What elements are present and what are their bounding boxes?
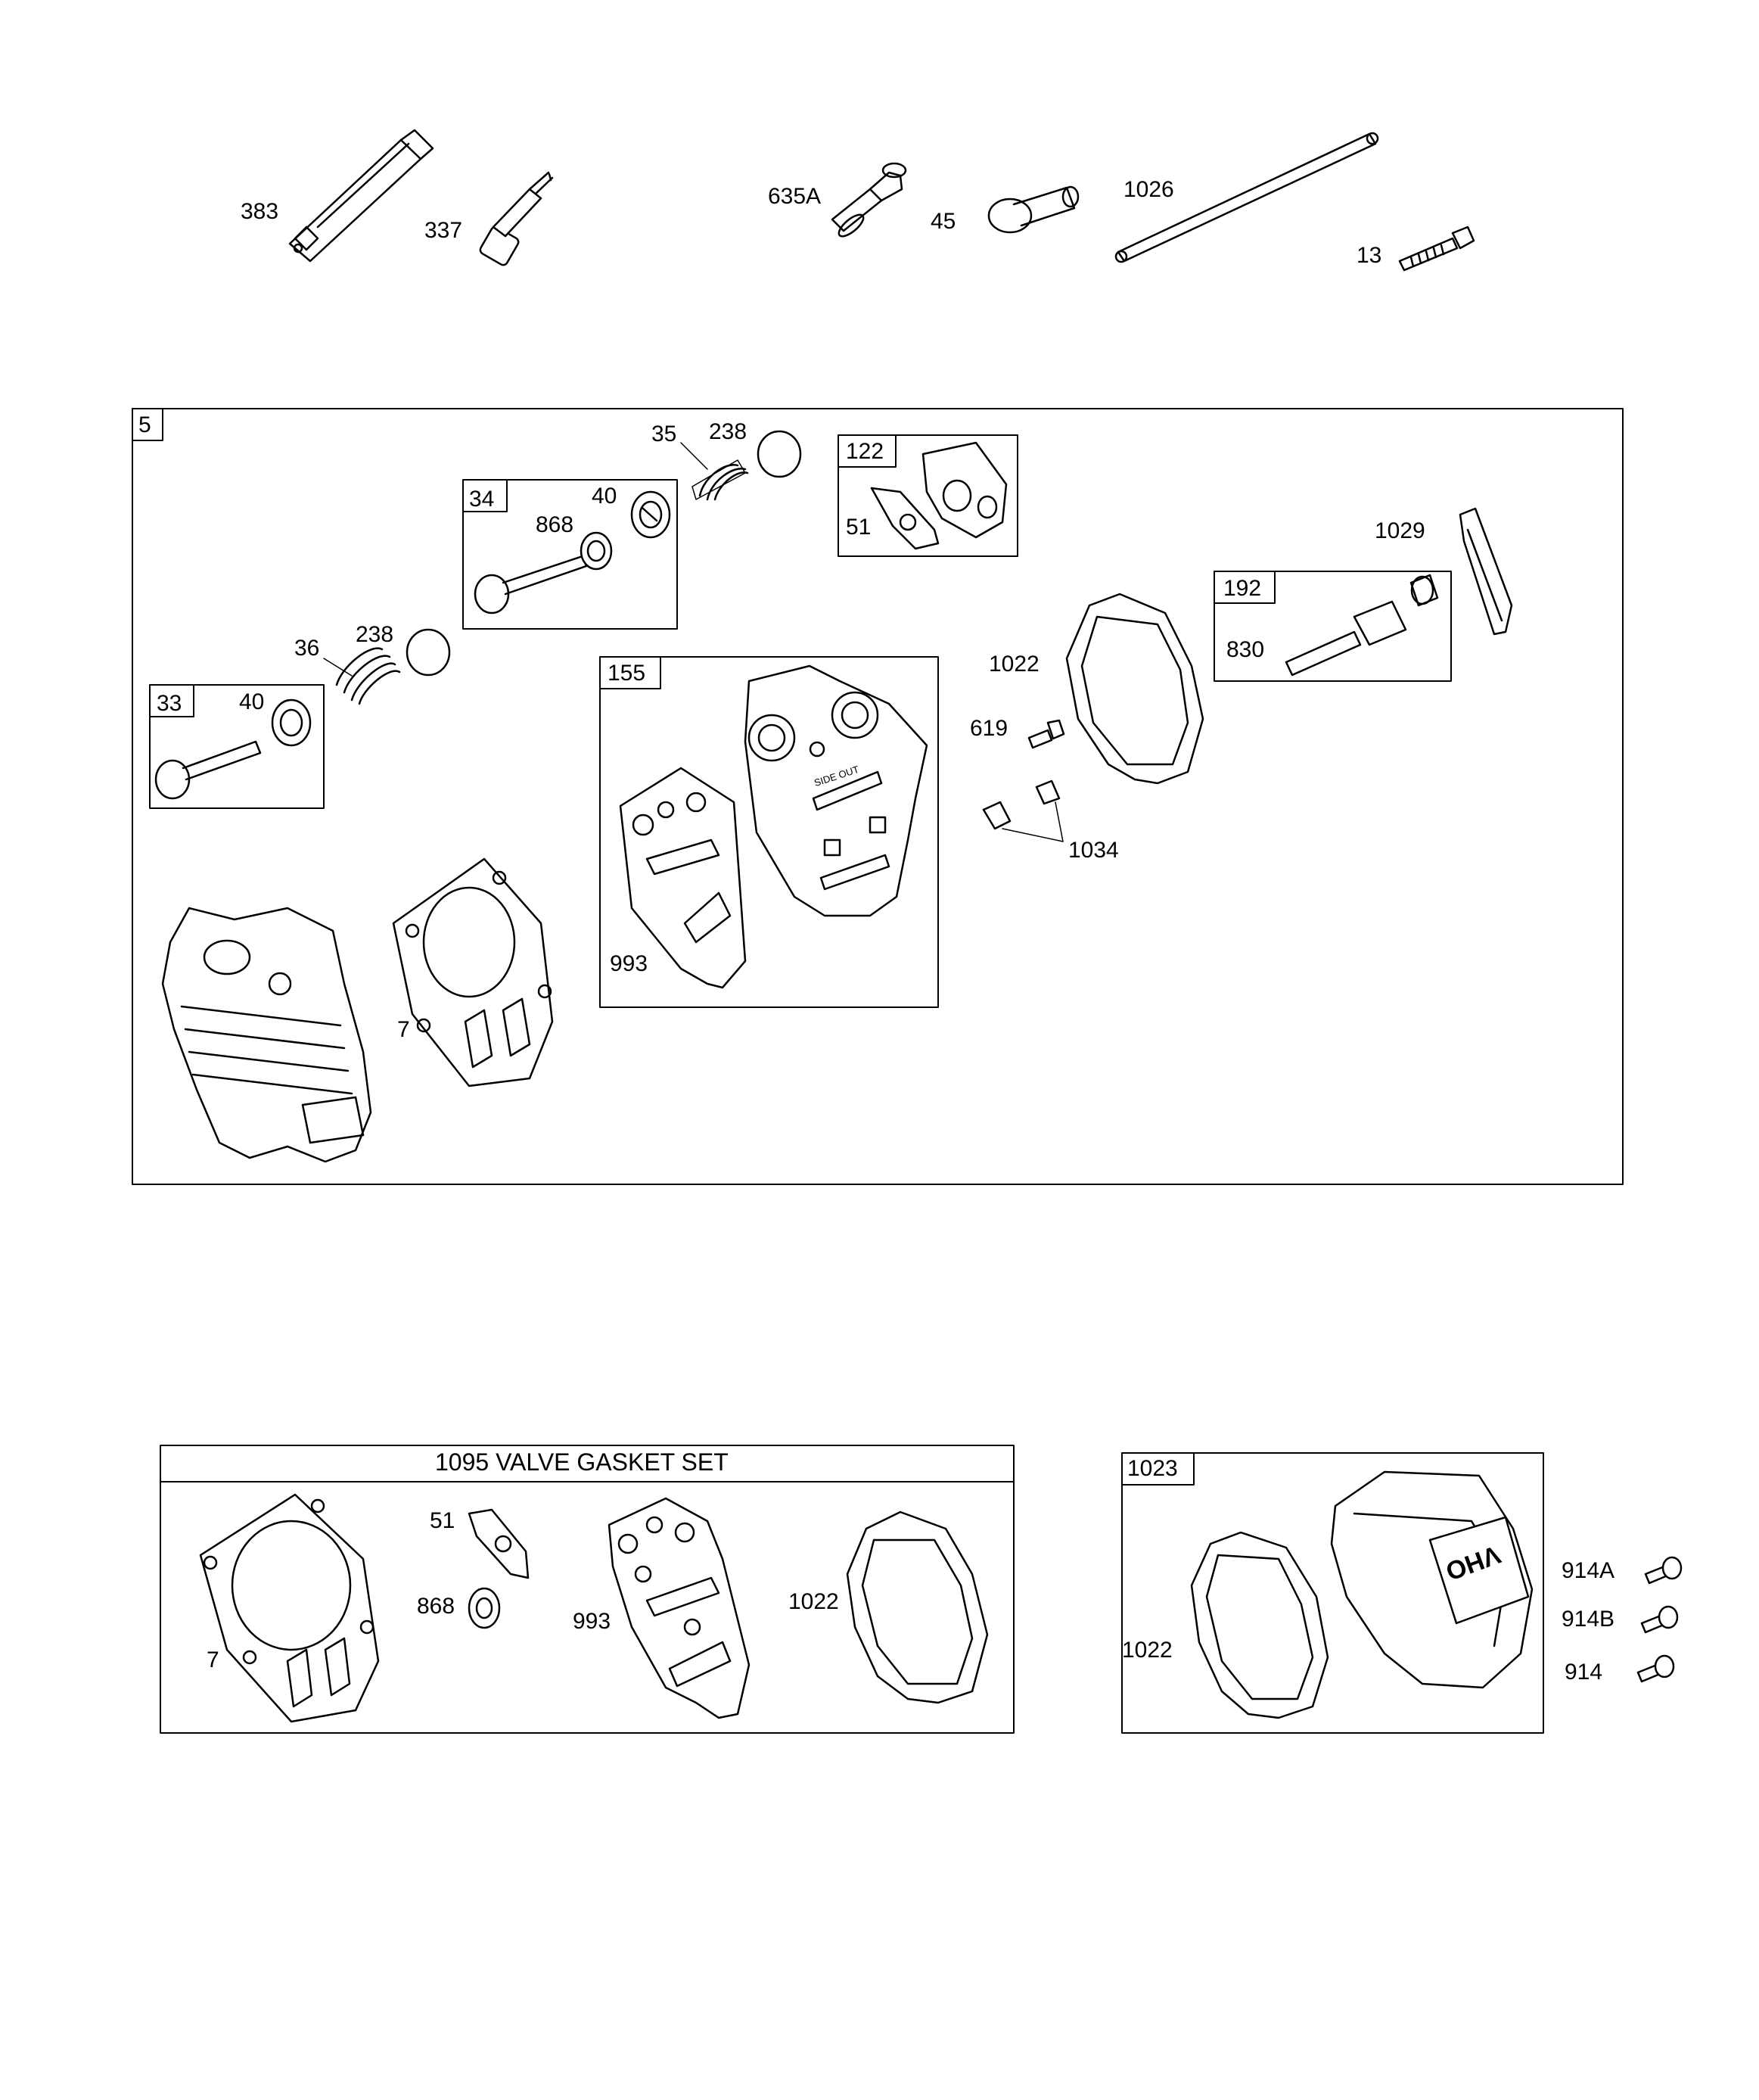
clips-1034: [982, 779, 1064, 842]
cover-gasket-1022: [1190, 1531, 1329, 1719]
label-868: 868: [536, 512, 574, 537]
set-gasket-1022: [846, 1510, 989, 1704]
set-seal-868: [468, 1587, 501, 1629]
cap-238-left: [406, 628, 451, 677]
cover-label-1022: 1022: [1122, 1638, 1173, 1663]
label-36: 36: [294, 636, 320, 661]
label-337: 337: [424, 218, 463, 243]
label-1029: 1029: [1375, 518, 1425, 543]
set-label-993: 993: [573, 1609, 611, 1634]
gasket-set-title: 1095 VALVE GASKET SET: [435, 1448, 729, 1476]
rocker-arm-1029: [1459, 507, 1513, 636]
label-619: 619: [970, 716, 1008, 741]
label-45: 45: [931, 209, 956, 234]
label-40-left: 40: [239, 689, 265, 714]
set-head-gasket-7: [199, 1493, 380, 1723]
tube-383: [288, 129, 434, 263]
label-993: 993: [610, 951, 648, 976]
valve-868-group: [474, 490, 671, 614]
cylinder-head: [161, 907, 372, 1163]
box-id-33: 33: [157, 691, 182, 716]
set-gasket-51: [468, 1508, 530, 1579]
label-830: 830: [1226, 637, 1265, 662]
set-label-7: 7: [207, 1647, 219, 1672]
label-7: 7: [397, 1017, 410, 1042]
part-45: [987, 185, 1080, 234]
label-40-top: 40: [592, 484, 617, 509]
push-rod-1026: [1114, 132, 1379, 263]
label-383: 383: [241, 199, 279, 224]
spring-36: [335, 647, 401, 705]
box-id-155: 155: [608, 661, 646, 686]
gasket-51-small: [870, 487, 940, 550]
set-label-1022: 1022: [788, 1589, 839, 1614]
rocker-bracket-122: [921, 441, 1008, 539]
box-id-192: 192: [1223, 576, 1262, 601]
bolt-13: [1398, 226, 1475, 272]
valve-33-group: [154, 698, 312, 800]
gasket-side-out-plate: [744, 664, 928, 917]
label-238-top: 238: [709, 419, 747, 444]
box-id-1023: 1023: [1127, 1456, 1178, 1481]
label-1026: 1026: [1123, 177, 1174, 202]
screw-914A: [1644, 1556, 1683, 1585]
label-238-left: 238: [356, 622, 394, 647]
valve-guide-635A: [831, 162, 907, 238]
set-label-51: 51: [430, 1508, 455, 1533]
cap-238: [757, 430, 802, 478]
label-914B: 914B: [1562, 1607, 1615, 1632]
gasket-993-plate: [619, 767, 747, 989]
label-35: 35: [651, 422, 677, 446]
spring-35: [691, 459, 749, 501]
adjuster-830: [1285, 574, 1439, 677]
bolt-619: [1027, 719, 1065, 749]
box-id-122: 122: [846, 439, 884, 464]
head-gasket-7: [392, 857, 554, 1087]
screw-914: [1636, 1654, 1675, 1683]
set-gasket-993: [608, 1497, 751, 1719]
set-label-868: 868: [417, 1594, 455, 1619]
label-914A: 914A: [1562, 1558, 1615, 1583]
spark-plug-337: [479, 171, 554, 266]
label-1034: 1034: [1068, 838, 1119, 863]
box-id-5: 5: [138, 412, 151, 437]
valve-cover-1023: [1330, 1470, 1534, 1689]
box-id-34: 34: [469, 487, 495, 512]
label-914: 914: [1565, 1660, 1603, 1685]
gasket-1022: [1065, 593, 1204, 785]
label-635A: 635A: [768, 184, 822, 209]
screw-914B: [1640, 1605, 1679, 1634]
label-13: 13: [1357, 243, 1382, 268]
label-51: 51: [846, 515, 872, 540]
label-1022: 1022: [989, 652, 1040, 677]
